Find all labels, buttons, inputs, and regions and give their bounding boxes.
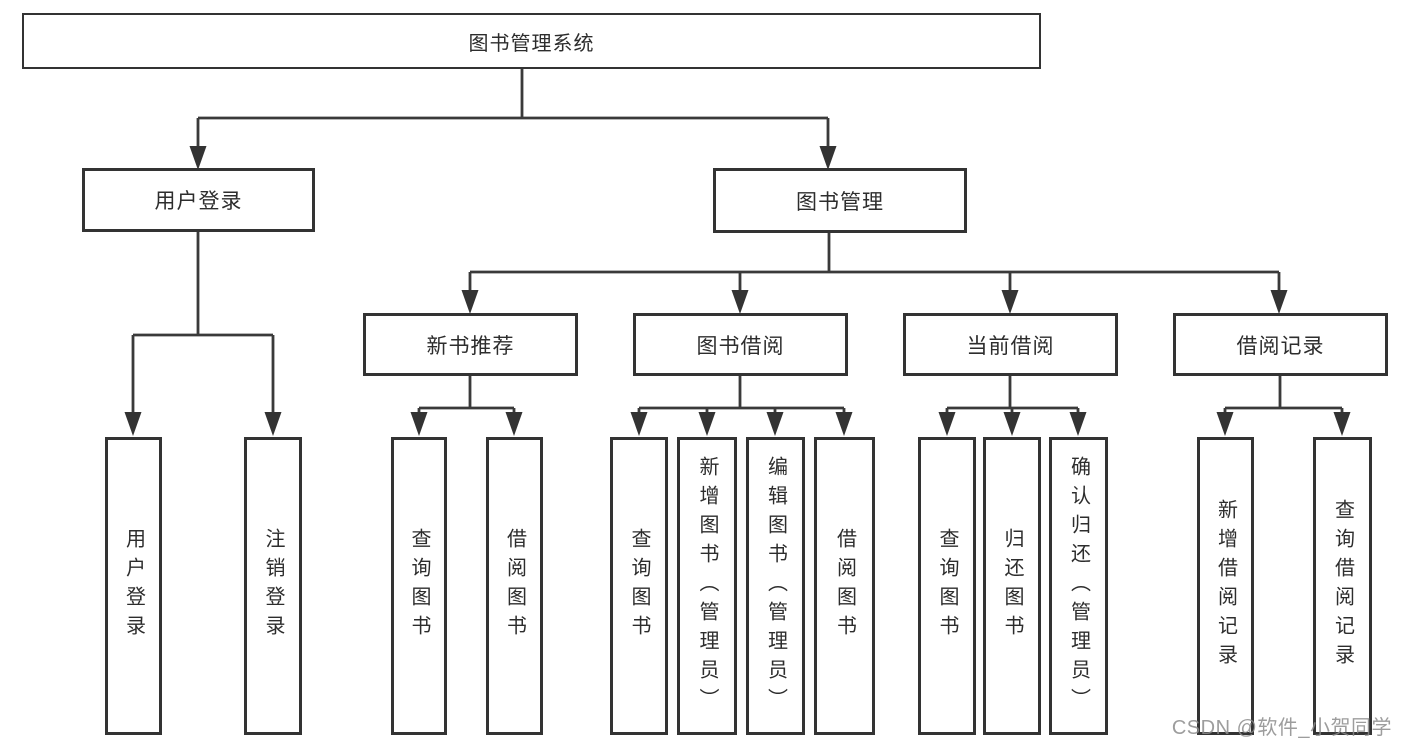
leaf-return-books: 归还图书	[983, 437, 1041, 735]
connector-book-borrow-children	[637, 375, 846, 416]
arrow-down-icon	[461, 290, 479, 314]
arrow-down-icon	[731, 290, 749, 314]
arrow-down-icon	[189, 146, 207, 170]
leaf-query-books-current: 查询图书	[918, 437, 976, 735]
arrow-down-icon	[505, 412, 523, 436]
arrow-down-icon	[835, 412, 853, 436]
leaf-query-books-recommend: 查询图书	[391, 437, 447, 735]
arrow-down-icon	[630, 412, 648, 436]
leaf-confirm-return-admin: 确认归还（管理员）	[1049, 437, 1108, 735]
leaf-add-borrow-record: 新增借阅记录	[1197, 437, 1254, 735]
node-book-management: 图书管理	[713, 168, 967, 233]
arrow-down-icon	[264, 412, 282, 436]
leaf-query-books-borrow: 查询图书	[610, 437, 668, 735]
arrow-down-icon	[1216, 412, 1234, 436]
leaf-add-book-admin: 新增图书（管理员）	[677, 437, 737, 735]
arrow-down-icon	[410, 412, 428, 436]
connector-book-management-children	[468, 233, 1281, 292]
connector-current-borrow-children	[945, 375, 1080, 416]
connector-root-to-level2	[196, 68, 830, 148]
arrow-down-icon	[819, 146, 837, 170]
connector-user-login-children	[131, 232, 275, 414]
arrow-down-icon	[698, 412, 716, 436]
arrow-down-icon	[766, 412, 784, 436]
arrow-down-icon	[1069, 412, 1087, 436]
node-book-borrow: 图书借阅	[633, 313, 848, 376]
leaf-query-borrow-record: 查询借阅记录	[1313, 437, 1372, 735]
node-borrow-records: 借阅记录	[1173, 313, 1388, 376]
node-root: 图书管理系统	[22, 13, 1041, 69]
arrow-down-icon	[124, 412, 142, 436]
connector-borrow-records-children	[1223, 375, 1344, 416]
node-user-login: 用户登录	[82, 168, 315, 232]
node-current-borrow: 当前借阅	[903, 313, 1118, 376]
connector-new-book-recommend-children	[417, 375, 516, 416]
arrow-down-icon	[1001, 290, 1019, 314]
csdn-watermark: CSDN @软件_小贺同学	[1171, 717, 1392, 739]
leaf-logout: 注销登录	[244, 437, 302, 735]
leaf-borrow-books: 借阅图书	[814, 437, 875, 735]
node-new-book-recommend: 新书推荐	[363, 313, 578, 376]
arrow-down-icon	[1003, 412, 1021, 436]
leaf-edit-book-admin: 编辑图书（管理员）	[746, 437, 805, 735]
arrow-down-icon	[1270, 290, 1288, 314]
arrow-down-icon	[1333, 412, 1351, 436]
arrow-down-icon	[938, 412, 956, 436]
leaf-borrow-books-recommend: 借阅图书	[486, 437, 543, 735]
leaf-user-login: 用户登录	[105, 437, 162, 735]
